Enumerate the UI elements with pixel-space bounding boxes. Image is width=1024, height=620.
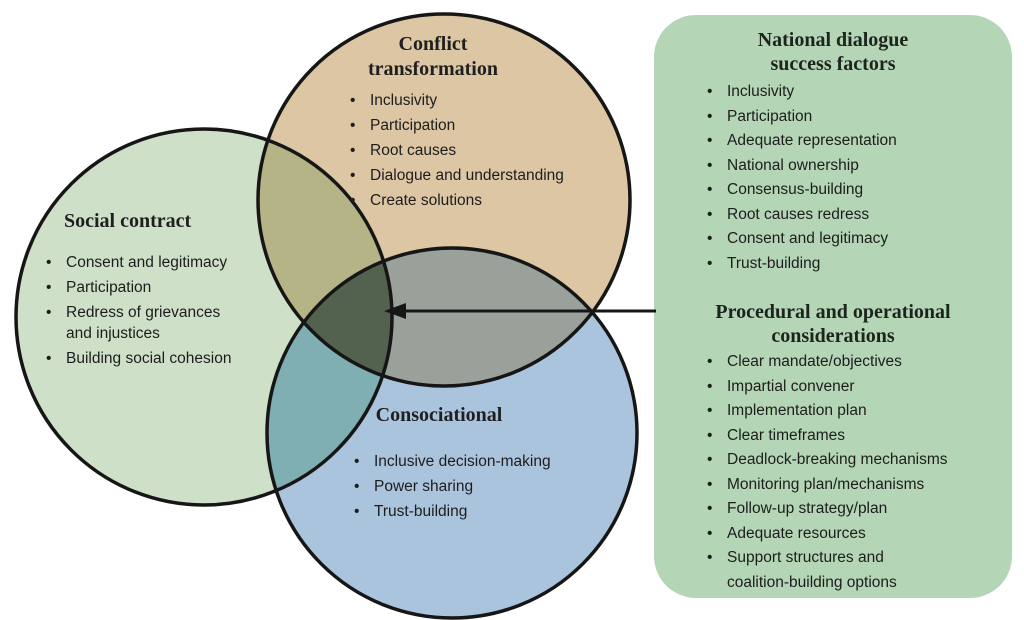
list-item: Consensus-building — [705, 178, 897, 203]
title-line: Consociational — [375, 404, 503, 426]
list-item: Create solutions — [348, 190, 564, 211]
list-item: Impartial convener — [705, 375, 948, 400]
list-item: Root causes — [348, 140, 564, 161]
list-item: Follow-up strategy/plan — [705, 497, 948, 522]
social-contract-title: Social contract — [64, 209, 191, 234]
title-line: Procedural and operational — [715, 301, 951, 323]
success-factors-title: National dialogue success factors — [693, 28, 973, 76]
list-item: Redress of grievances and injustices — [44, 302, 244, 344]
list-item: Building social cohesion — [44, 348, 244, 369]
list-item: Participation — [348, 115, 564, 136]
title-line: National dialogue — [757, 29, 909, 51]
list-item: Adequate representation — [705, 129, 897, 154]
list-item: Dialogue and understanding — [348, 165, 564, 186]
list-item: Participation — [44, 277, 244, 298]
procedural-considerations-list: Clear mandate/objectives Impartial conve… — [705, 350, 948, 595]
list-item: Power sharing — [352, 476, 551, 497]
list-item: Clear mandate/objectives — [705, 350, 948, 375]
title-line: success factors — [770, 53, 896, 75]
circle-outline — [14, 127, 394, 507]
success-factors-list: Inclusivity Participation Adequate repre… — [705, 80, 897, 276]
list-item: National ownership — [705, 154, 897, 179]
circle-outline — [256, 12, 632, 388]
list-item: Consent and legitimacy — [705, 227, 897, 252]
list-item: Participation — [705, 105, 897, 130]
consociational-title: Consociational — [339, 403, 539, 428]
overlap-center — [267, 248, 392, 386]
arrow-head — [384, 303, 406, 319]
title-line: Conflict — [398, 33, 468, 55]
conflict-transformation-title: Conflict transformation — [343, 32, 523, 82]
social-contract-list: Consent and legitimacy Participation Red… — [44, 252, 244, 373]
consociational-list: Inclusive decision-making Power sharing … — [352, 451, 551, 526]
title-line: considerations — [771, 325, 895, 347]
list-item: Monitoring plan/mechanisms — [705, 473, 948, 498]
list-item: Adequate resources — [705, 522, 948, 547]
list-item: Root causes redress — [705, 203, 897, 228]
list-item: Inclusivity — [348, 90, 564, 111]
title-line: Social contract — [64, 210, 192, 232]
list-item: Inclusive decision-making — [352, 451, 551, 472]
arrow-to-center-icon — [384, 303, 656, 319]
title-line: transformation — [368, 58, 498, 80]
list-item: Consent and legitimacy — [44, 252, 244, 273]
procedural-considerations-title: Procedural and operational consideration… — [693, 300, 973, 348]
list-item: Trust-building — [352, 501, 551, 522]
list-item: Inclusivity — [705, 80, 897, 105]
overlap-conflict-social — [258, 129, 392, 386]
list-item: Support structures and coalition-buildin… — [705, 546, 948, 595]
list-item: Clear timeframes — [705, 424, 948, 449]
conflict-transformation-list: Inclusivity Participation Root causes Di… — [348, 90, 564, 215]
list-item: Implementation plan — [705, 399, 948, 424]
list-item: Deadlock-breaking mechanisms — [705, 448, 948, 473]
circle-outline — [265, 246, 639, 620]
list-item: Trust-building — [705, 252, 897, 277]
